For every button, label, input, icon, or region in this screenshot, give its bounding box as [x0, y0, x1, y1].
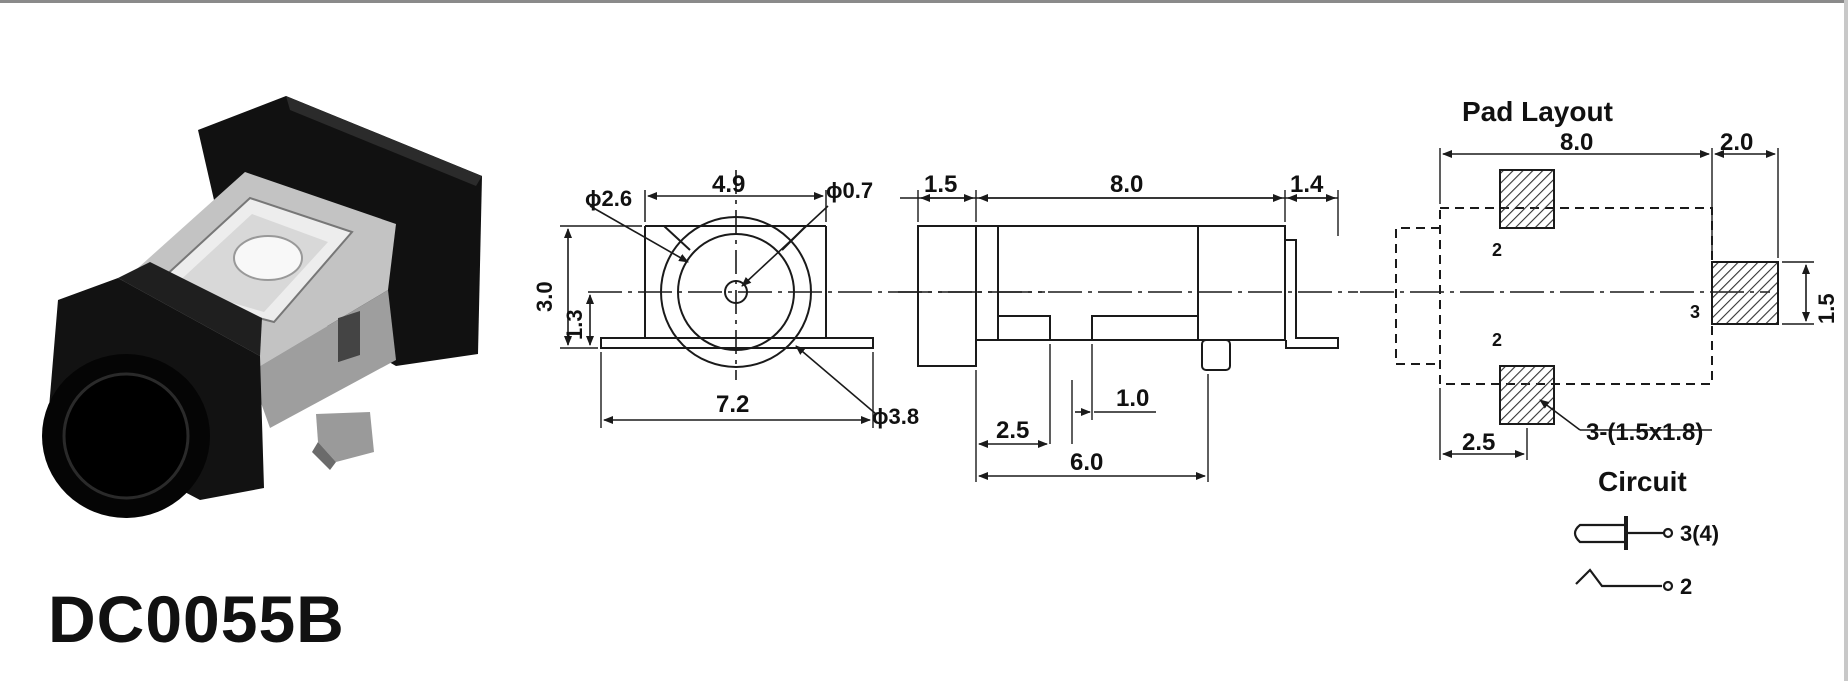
model-name: DC0055B: [48, 582, 345, 656]
pin-label-right: 3: [1690, 302, 1700, 322]
dim-pad-offset: 2.5: [1462, 429, 1495, 456]
side-view: [898, 190, 1358, 482]
right-border: [1844, 0, 1848, 681]
circuit-pin-b: 2: [1680, 574, 1692, 599]
side-view-labels: 1.5 8.0 1.4 2.5 1.0 6.0: [924, 171, 1324, 476]
circuit-diagram: [1573, 516, 1674, 592]
dim-pad3-offset: 2.0: [1720, 129, 1753, 156]
dim-pad-span: 8.0: [1560, 129, 1593, 156]
dim-barrel-dia: ϕ3.8: [872, 404, 919, 429]
dim-center-height: 1.3: [562, 309, 587, 340]
pad-layout-labels: Pad Layout 8.0 2.0 1.5 2 2 3 2.5 3-(1.5x…: [1462, 96, 1839, 456]
dim-pin-dia: ϕ0.7: [826, 178, 873, 203]
pin-label-top: 2: [1492, 240, 1502, 260]
circuit-labels: Circuit 3(4) 2: [1598, 466, 1719, 599]
front-view-labels: ϕ2.6 4.9 ϕ0.7 3.0 1.3 7.2 ϕ3.8: [532, 171, 919, 429]
pad-layout-title: Pad Layout: [1462, 96, 1613, 127]
dim-front-len: 1.5: [924, 171, 957, 198]
dim-pad3-height: 1.5: [1814, 293, 1839, 324]
dim-height: 3.0: [532, 281, 557, 312]
dim-pin-b: 1.0: [1116, 385, 1149, 412]
dim-base-width: 7.2: [716, 391, 749, 418]
front-view: [560, 170, 1045, 428]
dim-hole-dia: ϕ2.6: [585, 186, 632, 211]
connector-photo: [42, 96, 482, 518]
dim-pad-size: 3-(1.5x1.8): [1586, 419, 1703, 446]
dim-tail-len: 1.4: [1290, 171, 1324, 198]
top-border: [0, 0, 1848, 3]
dim-pin-a: 2.5: [996, 417, 1029, 444]
pad-layout: [1360, 148, 1814, 460]
circuit-title: Circuit: [1598, 466, 1687, 497]
dim-pin-span: 6.0: [1070, 449, 1103, 476]
dim-body-len: 8.0: [1110, 171, 1143, 198]
dim-width-top: 4.9: [712, 171, 745, 198]
circuit-pin-a: 3(4): [1680, 521, 1719, 546]
pin-label-bottom: 2: [1492, 330, 1502, 350]
